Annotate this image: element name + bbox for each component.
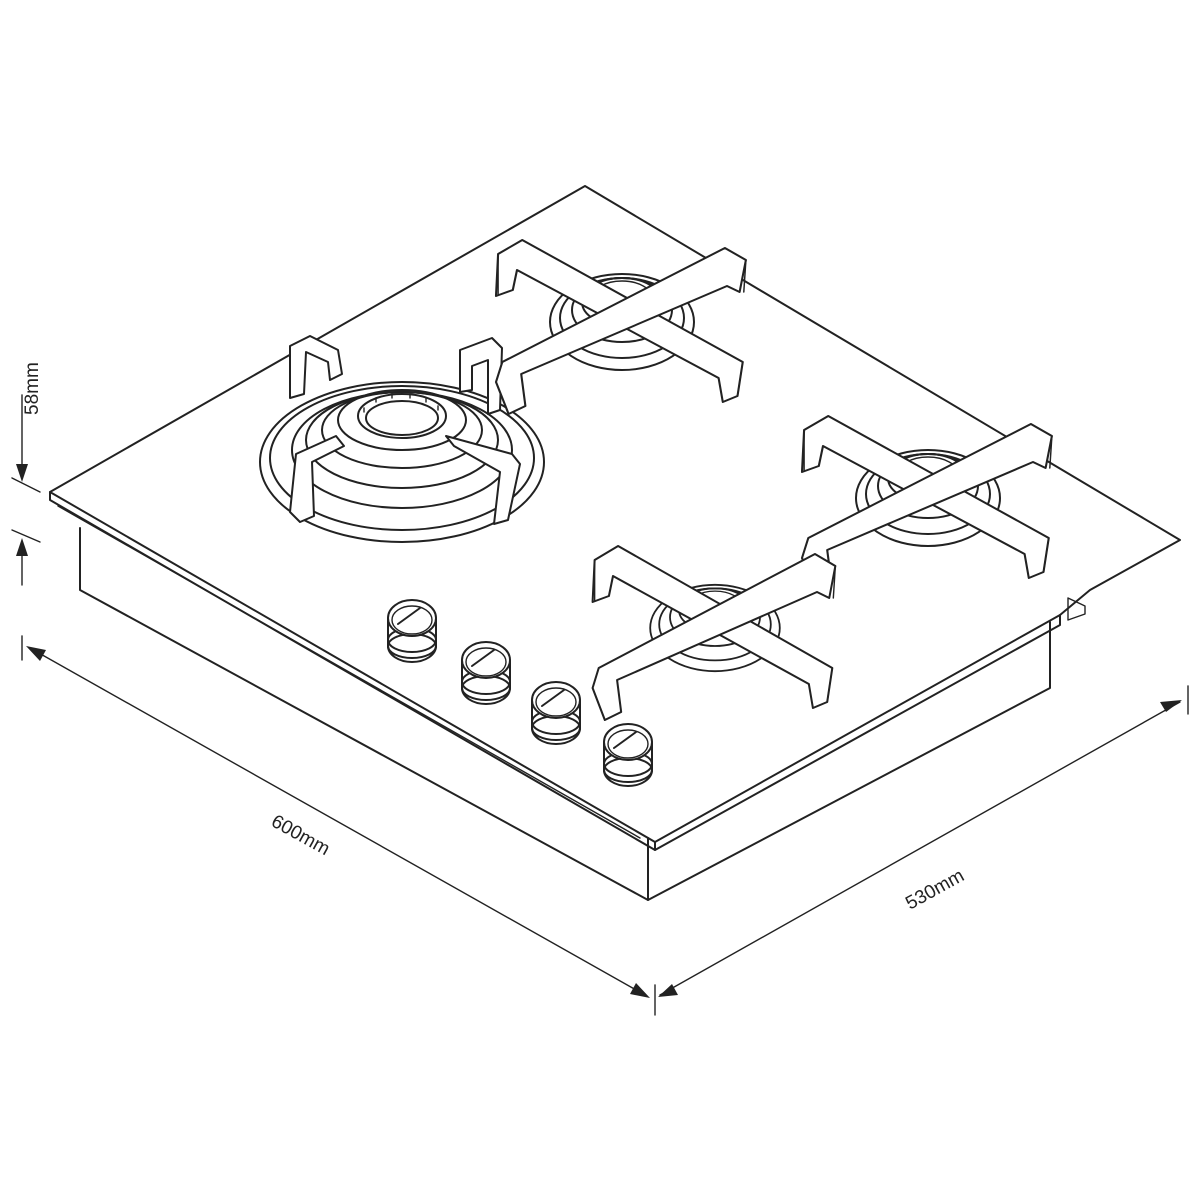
knob-1[interactable] — [387, 599, 437, 663]
hob-body — [49, 185, 1181, 901]
knob-4[interactable] — [603, 723, 653, 787]
height-label: 58mm — [22, 362, 43, 415]
right-burner — [800, 414, 1053, 592]
wok-burner — [259, 335, 545, 543]
height-dimension: 58mm — [11, 362, 43, 586]
front-burner — [591, 544, 837, 722]
depth-label: 530mm — [902, 865, 968, 914]
rear-right-burner — [494, 238, 747, 416]
knob-2[interactable] — [461, 641, 511, 705]
depth-dimension: 530mm — [658, 685, 1189, 997]
width-label: 600mm — [268, 811, 334, 860]
knob-3[interactable] — [531, 681, 581, 745]
